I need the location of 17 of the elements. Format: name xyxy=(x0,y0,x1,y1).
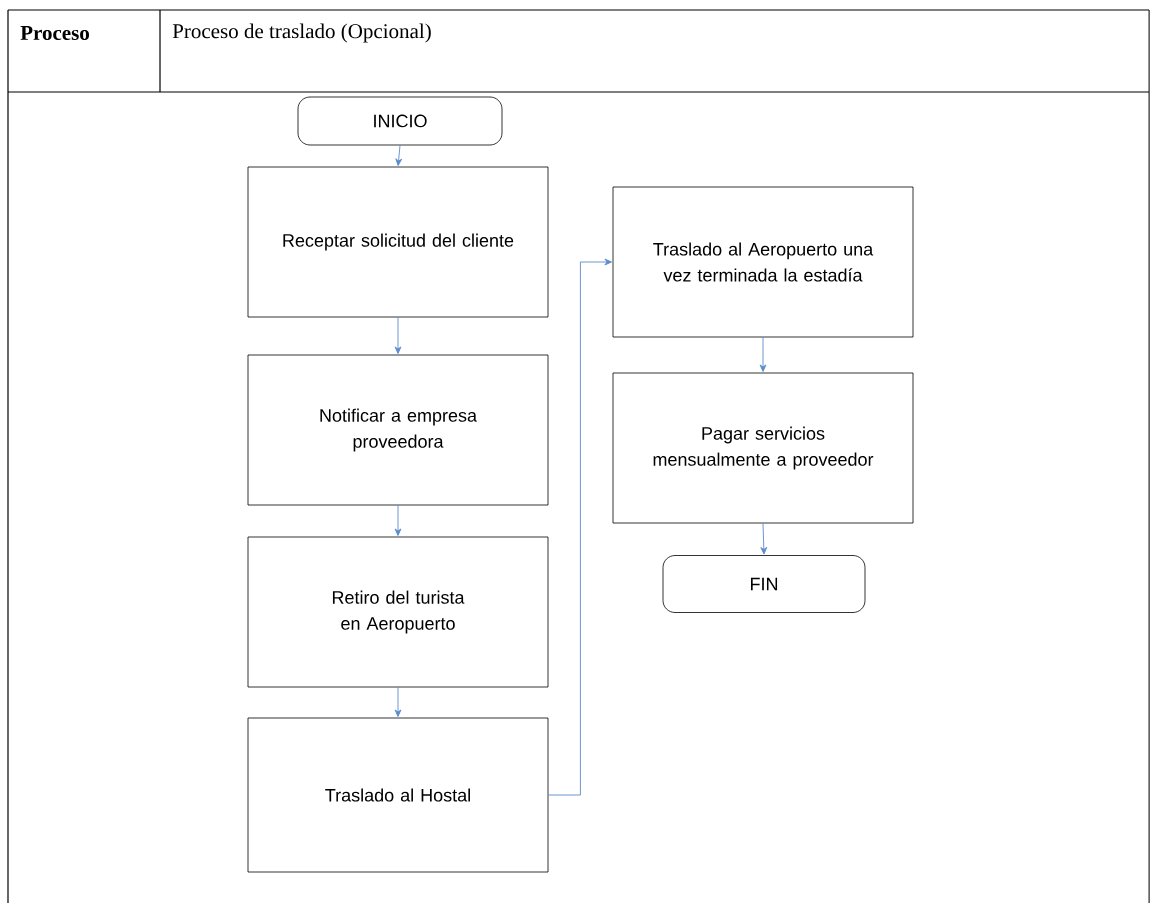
arrow xyxy=(394,504,402,536)
process-box: Retiro del turista en Aeropuerto xyxy=(247,536,549,688)
arrow xyxy=(394,316,402,354)
process-box: Traslado al Aeropuerto una vez terminada la estadía xyxy=(612,186,914,338)
process-box: Notificar a empresa proveedora xyxy=(247,354,549,506)
header-cell: Proceso de traslado (Opcional) xyxy=(172,23,431,43)
arrow xyxy=(760,522,768,555)
process-box: Traslado al Hostal xyxy=(247,717,549,873)
arrow xyxy=(547,258,612,796)
terminal-box: INICIO xyxy=(297,96,503,146)
arrow xyxy=(394,686,402,717)
arrow xyxy=(395,144,403,166)
process-box: Receptar solicitud del cliente xyxy=(247,166,549,318)
arrow xyxy=(759,336,767,372)
terminal-box: FIN xyxy=(662,555,866,613)
header-cell: Proceso xyxy=(20,26,89,40)
process-box: Pagar servicios mensualmente a proveedor xyxy=(612,372,914,524)
